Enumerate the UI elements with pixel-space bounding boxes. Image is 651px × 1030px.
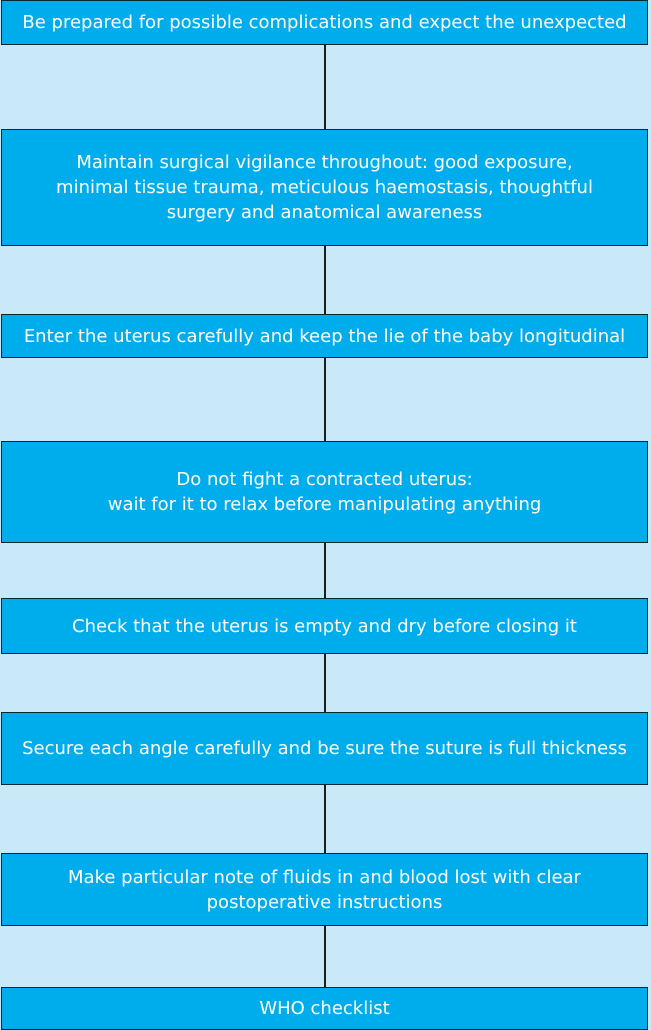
step-box-1: Be prepared for possible complications a…: [1, 0, 648, 45]
step-text-5: Check that the uterus is empty and dry b…: [72, 615, 577, 637]
connector-line-2: [324, 246, 326, 314]
step-text-1: Be prepared for possible complications a…: [22, 12, 627, 33]
step-box-8: WHO checklist: [1, 987, 648, 1030]
step-box-4: Do not fight a contracted uterus: wait f…: [1, 441, 648, 543]
step-text-4: Do not fight a contracted uterus: wait f…: [107, 469, 542, 515]
step-text-7: Make particular note of fluids in and bl…: [68, 866, 581, 913]
step-text-3: Enter the uterus carefully and keep the …: [23, 325, 626, 347]
connector-line-6: [324, 785, 326, 853]
step-box-6: Secure each angle carefully and be sure …: [1, 712, 648, 785]
connector-line-7: [324, 926, 326, 987]
step-box-2: Maintain surgical vigilance throughout: …: [1, 129, 648, 246]
connector-line-1: [324, 45, 326, 129]
connector-line-3: [324, 358, 326, 441]
step-text-8: WHO checklist: [259, 998, 390, 1019]
connector-line-5: [324, 654, 326, 712]
step-box-3: Enter the uterus carefully and keep the …: [1, 314, 648, 358]
step-box-7: Make particular note of fluids in and bl…: [1, 853, 648, 926]
step-box-5: Check that the uterus is empty and dry b…: [1, 598, 648, 654]
step-text-6: Secure each angle carefully and be sure …: [22, 738, 627, 759]
connector-line-4: [324, 543, 326, 598]
step-text-2: Maintain surgical vigilance throughout: …: [56, 152, 593, 223]
